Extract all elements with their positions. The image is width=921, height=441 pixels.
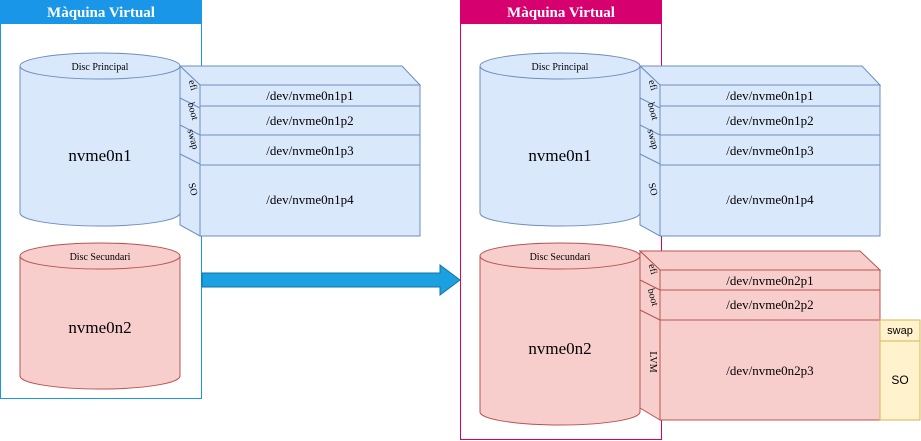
- vm2-tab-so: SO: [645, 182, 659, 197]
- vm2-primary-disk-label: Disc Principal: [532, 62, 589, 73]
- vm1-primary-partitions: /dev/nvme0n1p1 /dev/nvme0n1p2 /dev/nvme0…: [178, 64, 422, 237]
- vm1-partition-label-1: /dev/nvme0n1p1: [266, 88, 353, 103]
- vm2-partition-row-2: [659, 105, 881, 136]
- vm1-header: [0, 0, 202, 24]
- vm1-primary-disk-name: nvme0n1: [68, 146, 131, 165]
- vm2-tab-boot: boot: [645, 101, 660, 121]
- vm2-tab-swap: swap: [644, 128, 660, 151]
- vm2-secondary-partitions: /dev/nvme0n2p1 /dev/nvme0n2p2 /dev/nvme0…: [638, 249, 882, 421]
- vm1-tab-boot: boot: [185, 101, 200, 121]
- vm1-tab-efi: efi: [186, 79, 199, 92]
- vm2-header: [460, 0, 662, 24]
- vm1-partition-label-3: /dev/nvme0n1p3: [266, 143, 353, 158]
- vm2-title: Màquina Virtual: [507, 5, 615, 21]
- vm2-secondary-side-face: [639, 249, 661, 421]
- vm2-lvm-volumes: swap SO: [879, 319, 921, 421]
- vm1-title: Màquina Virtual: [47, 5, 155, 21]
- vm1-partition-row-2: [199, 105, 421, 136]
- vm2-secondary-disk-label: Disc Secundari: [530, 252, 591, 263]
- vm2-partition-row-4: [659, 164, 881, 237]
- vm1-partition-row-3: [199, 134, 421, 166]
- vm2-partition-label-p2: /dev/nvme0n2p2: [726, 297, 813, 312]
- arrow-icon: [201, 264, 461, 296]
- vm2-partition-label-2: /dev/nvme0n1p2: [726, 113, 813, 128]
- vm1-primary-disk: Disc Principal nvme0n1: [19, 52, 181, 227]
- vm2-partition-label-4: /dev/nvme0n1p4: [726, 192, 814, 207]
- vm2-primary-disk-name: nvme0n1: [528, 146, 591, 165]
- transition-arrow: [201, 264, 461, 296]
- vm2-partition-label-1: /dev/nvme0n1p1: [726, 88, 813, 103]
- vm1-primary-disk-label: Disc Principal: [72, 62, 129, 73]
- vm1-partition-label-2: /dev/nvme0n1p2: [266, 113, 353, 128]
- vm2-tab-efi: efi: [646, 79, 659, 92]
- vm1-tab-swap: swap: [184, 128, 200, 151]
- vm2-secondary-disk: Disc Secundari nvme0n2: [479, 242, 641, 426]
- lvm-volume-swap-label: swap: [887, 325, 913, 337]
- vm1-partition-row-4: [199, 164, 421, 237]
- vm2-primary-partitions: /dev/nvme0n1p1 /dev/nvme0n1p2 /dev/nvme0…: [638, 64, 882, 237]
- vm2-tab-boot-secondary: boot: [645, 287, 660, 307]
- lvm-volume-so-label: SO: [891, 373, 908, 387]
- vm2-partition-label-p1: /dev/nvme0n2p1: [726, 273, 813, 288]
- vm2-primary-side-face: [639, 64, 661, 237]
- vm2-tab-efi-secondary: efi: [646, 263, 659, 276]
- vm1-partition-label-4: /dev/nvme0n1p4: [266, 192, 354, 207]
- vm2-partition-row-p3: [659, 319, 881, 421]
- vm1-tab-so: SO: [185, 182, 199, 197]
- vm1-secondary-disk-name: nvme0n2: [68, 318, 131, 337]
- vm2-secondary-top-face: [638, 250, 882, 271]
- vm2-partition-label-3: /dev/nvme0n1p3: [726, 143, 813, 158]
- vm1-primary-side-face: [179, 64, 201, 237]
- lvm-volume-so: [879, 340, 921, 421]
- vm2-partition-label-p3: /dev/nvme0n2p3: [726, 363, 813, 378]
- vm1-secondary-disk-label: Disc Secundari: [70, 252, 131, 263]
- vm2-primary-top-face: [638, 65, 882, 86]
- vm2-tab-lvm: LVM: [647, 351, 658, 372]
- vm2-secondary-disk-name: nvme0n2: [528, 339, 591, 358]
- vm1-secondary-disk: Disc Secundari nvme0n2: [19, 242, 181, 390]
- vm1-primary-top-face: [178, 65, 422, 86]
- vm2-primary-disk: Disc Principal nvme0n1: [479, 52, 641, 227]
